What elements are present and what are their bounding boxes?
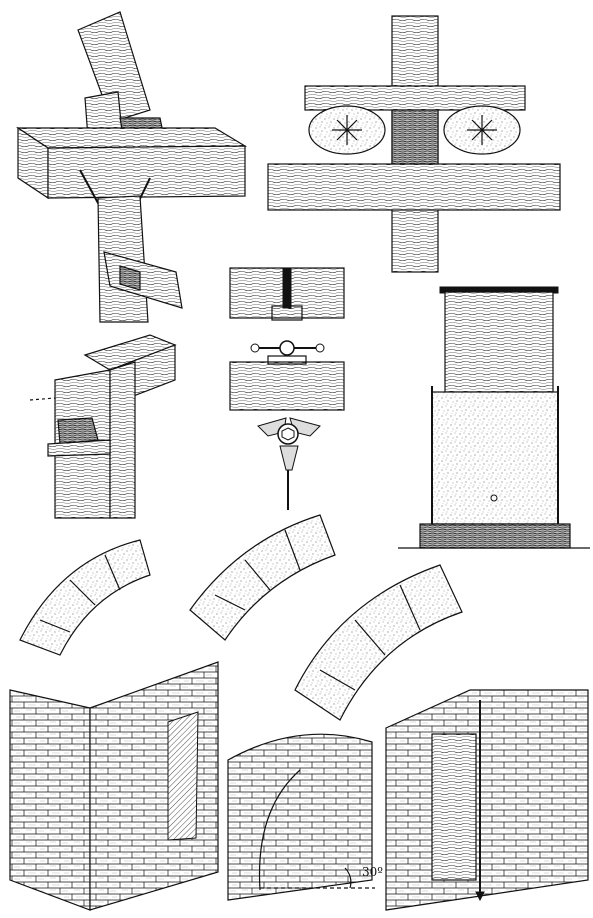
arch-segment-medium — [189, 514, 336, 641]
post-with-tenon-and-packing — [29, 334, 177, 519]
brick-wall-corner-with-cut — [9, 661, 219, 911]
timber-block-in-frame — [398, 286, 590, 549]
arch-segment-small — [19, 539, 151, 656]
tripod-screw-head — [257, 417, 321, 510]
brick-wall-curved-30-degrees: 30º — [227, 733, 383, 901]
arch-segment-large — [294, 564, 463, 721]
angle-label: 30º — [362, 865, 383, 879]
clamped-beam-with-wheels — [267, 15, 561, 273]
screw-jack-between-beams — [229, 267, 345, 411]
brick-wall-with-timber-shoring — [385, 689, 589, 911]
post-and-beam-wedge-joint — [16, 11, 248, 323]
